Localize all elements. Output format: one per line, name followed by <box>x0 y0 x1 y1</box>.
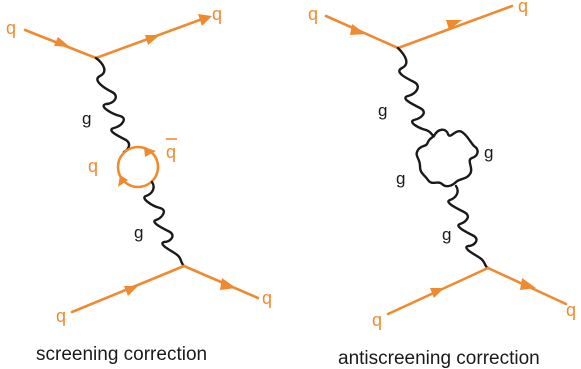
screening-diagram: q q g q q g q q screening correction <box>6 4 272 365</box>
caption-antiscreening: antiscreening correction <box>338 348 540 369</box>
label-q-bottom-out: q <box>566 300 576 320</box>
quark-arrow-top-out <box>145 35 160 45</box>
label-q-bottom-in: q <box>372 310 382 330</box>
label-q-top-out: q <box>518 0 528 16</box>
gluon-lower <box>143 180 186 268</box>
label-g-loop-right: g <box>484 143 493 162</box>
quark-line-top-out <box>396 4 514 50</box>
label-q-top-in: q <box>308 4 318 24</box>
label-q-bottom-out: q <box>262 288 272 308</box>
quark-arrow-bottom-out <box>520 278 536 290</box>
gluon-lower <box>447 184 490 270</box>
quark-line-bottom-out <box>182 264 260 300</box>
quark-arrow-top-in <box>54 37 70 47</box>
label-loop-q: q <box>88 156 98 176</box>
quark-arrow-bottom-in <box>430 288 444 298</box>
label-g-loop-left: g <box>396 169 405 188</box>
label-g-upper: g <box>82 109 91 128</box>
quark-arrow-bottom-out <box>220 278 236 290</box>
label-loop-qbar: q <box>166 142 176 162</box>
quark-loop-arrow-bottom <box>118 175 128 187</box>
label-q-top-in: q <box>6 18 16 38</box>
quark-arrow-bottom-in <box>124 286 138 296</box>
label-q-top-out: q <box>212 4 222 24</box>
gluon-loop <box>415 128 479 188</box>
label-q-bottom-in: q <box>56 306 66 326</box>
quark-loop-arrow-top <box>144 147 156 157</box>
antiscreening-diagram: q q g g g g q q antiscreening correction <box>308 0 576 369</box>
gluon-upper <box>396 46 436 138</box>
quark-arrow-top-in <box>350 24 366 35</box>
label-g-lower: g <box>442 225 451 244</box>
label-g-upper: g <box>378 101 387 120</box>
quark-arrow-top-out-end <box>198 14 212 26</box>
gluon-upper <box>94 56 131 154</box>
caption-screening: screening correction <box>36 344 207 365</box>
quark-arrow-top-out <box>446 20 462 30</box>
label-g-lower: g <box>134 223 143 242</box>
